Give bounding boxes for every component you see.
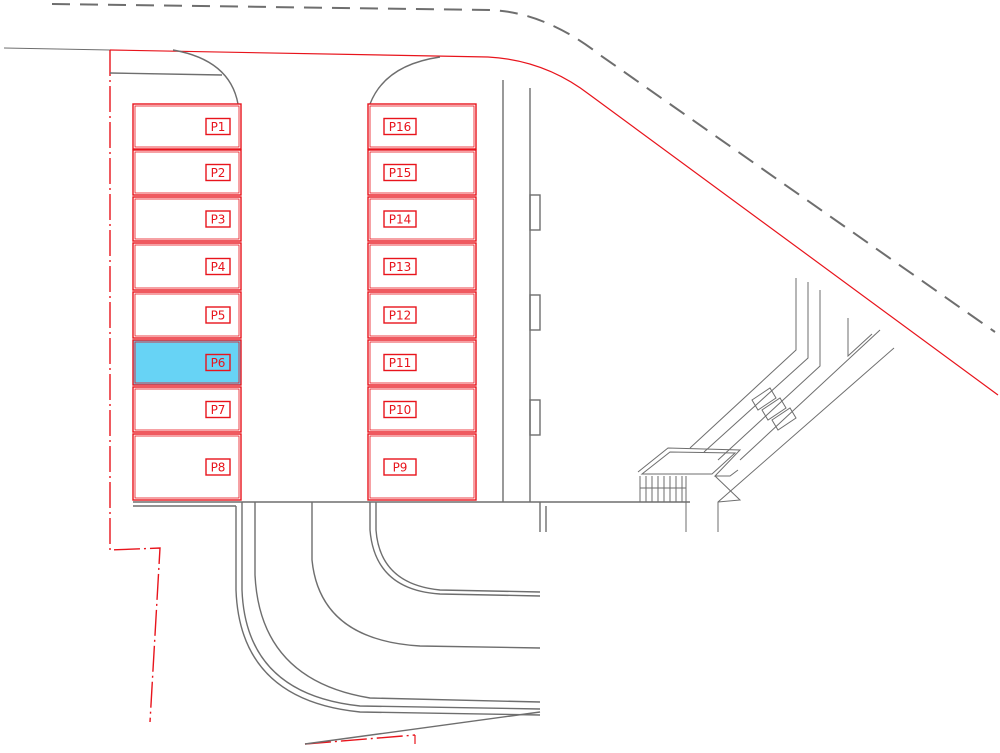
parking-space-tag <box>205 257 231 276</box>
parking-space-inner-outline <box>369 198 475 240</box>
parking-space-p7[interactable]: P7 <box>132 386 242 433</box>
ramp-mid-curve <box>254 502 541 703</box>
kerb-island-right <box>369 56 441 105</box>
parking-space-inner-outline <box>369 388 475 431</box>
parking-space-label: P13 <box>389 260 412 274</box>
parking-space-label: P4 <box>211 260 226 274</box>
parking-space-inner-outline <box>369 105 475 148</box>
road-side-blocks <box>529 194 541 436</box>
parking-space-tag <box>205 458 231 476</box>
parking-space-inner-outline <box>134 105 240 148</box>
parking-space-outline <box>132 386 242 433</box>
parking-space-tag <box>383 353 417 372</box>
parking-space-outline <box>367 149 477 196</box>
parking-space-inner-outline <box>134 244 240 289</box>
parking-space-p9[interactable]: P9 <box>367 433 477 501</box>
parking-space-label: P9 <box>393 461 408 475</box>
parking-space-p13[interactable]: P13 <box>367 242 477 291</box>
parking-space-outline <box>132 196 242 242</box>
parking-space-label: P1 <box>211 120 226 134</box>
parking-space-tag <box>205 163 231 182</box>
parking-space-outline <box>367 242 477 291</box>
road-vertical-lines <box>502 80 531 502</box>
parking-space-outline <box>132 242 242 291</box>
baseline-road <box>133 501 690 507</box>
parking-space-outline <box>132 149 242 196</box>
parking-space-inner-outline <box>369 293 475 337</box>
parking-space-p2[interactable]: P2 <box>132 149 242 196</box>
parking-space-tag <box>205 353 231 372</box>
parking-space-p16[interactable]: P16 <box>367 103 477 150</box>
parking-space-label: P15 <box>389 166 412 180</box>
parking-space-tag <box>205 210 231 228</box>
parking-space-inner-outline <box>134 293 240 337</box>
property-boundary-left <box>109 50 161 723</box>
lane-inner-curve <box>369 502 541 597</box>
parking-space-p4[interactable]: P4 <box>132 242 242 291</box>
parking-space-p10[interactable]: P10 <box>367 386 477 433</box>
parking-space-inner-outline <box>369 151 475 194</box>
parking-space-outline <box>367 386 477 433</box>
parking-space-inner-outline <box>369 244 475 289</box>
parking-space-outline <box>132 433 242 501</box>
parking-space-tag <box>205 306 231 324</box>
parking-space-outline <box>132 291 242 339</box>
diagonal-ramp <box>685 278 895 532</box>
parking-space-tag <box>383 117 417 136</box>
parking-space-p5[interactable]: P5 <box>132 291 242 339</box>
parking-space-label: P6 <box>211 356 226 370</box>
parking-space-tag <box>383 306 417 324</box>
parking-space-tag <box>383 458 417 476</box>
parking-space-label: P14 <box>389 213 412 227</box>
parking-space-label: P12 <box>389 309 412 323</box>
parking-space-label: P8 <box>211 461 226 475</box>
parking-space-label: P11 <box>389 356 412 370</box>
property-boundary-bottom <box>304 734 416 745</box>
parking-space-outline <box>132 103 242 150</box>
property-boundary-top <box>109 49 999 396</box>
parking-space-inner-outline <box>134 341 240 384</box>
parking-space-label: P2 <box>211 166 226 180</box>
parking-space-outline <box>367 433 477 501</box>
parking-space-tag <box>383 210 417 228</box>
parking-space-outline <box>367 103 477 150</box>
parking-space-inner-outline <box>134 388 240 431</box>
parking-space-label: P7 <box>211 403 226 417</box>
parking-space-tag <box>383 400 417 419</box>
ramp-inner-curve <box>311 502 541 649</box>
parking-space-inner-outline <box>369 341 475 384</box>
parking-space-p8[interactable]: P8 <box>132 433 242 501</box>
parking-space-label: P16 <box>389 120 412 134</box>
parking-space-p11[interactable]: P11 <box>367 339 477 386</box>
parking-space-tag <box>205 117 231 136</box>
parking-space-p3[interactable]: P3 <box>132 196 242 242</box>
site-edge-top <box>3 47 111 51</box>
ramp-outer-curve-2 <box>241 502 541 710</box>
parking-space-outline <box>367 196 477 242</box>
parking-space-tag <box>383 257 417 276</box>
parking-space-p14[interactable]: P14 <box>367 196 477 242</box>
kerb-top-left <box>109 49 239 105</box>
parking-space-p1[interactable]: P1 <box>132 103 242 150</box>
parking-space-p12[interactable]: P12 <box>367 291 477 339</box>
parking-space-tag <box>383 163 417 182</box>
parking-space-inner-outline <box>369 435 475 499</box>
stair-block <box>637 447 742 503</box>
parking-space-outline <box>367 339 477 386</box>
ramp-bottom-edge <box>304 711 541 745</box>
ramp-outer-curve <box>235 506 541 716</box>
parking-space-label: P3 <box>211 213 226 227</box>
parking-space-label: P10 <box>389 403 412 417</box>
parking-space-p15[interactable]: P15 <box>367 149 477 196</box>
parking-space-tag <box>205 400 231 419</box>
road-stub <box>539 502 547 532</box>
parking-space-label: P5 <box>211 309 226 323</box>
parking-space-p6[interactable]: P6 <box>132 339 242 386</box>
parking-space-inner-outline <box>134 151 240 194</box>
parking-space-outline <box>367 291 477 339</box>
parking-space-inner-outline <box>134 435 240 499</box>
parking-space-inner-outline <box>134 198 240 240</box>
